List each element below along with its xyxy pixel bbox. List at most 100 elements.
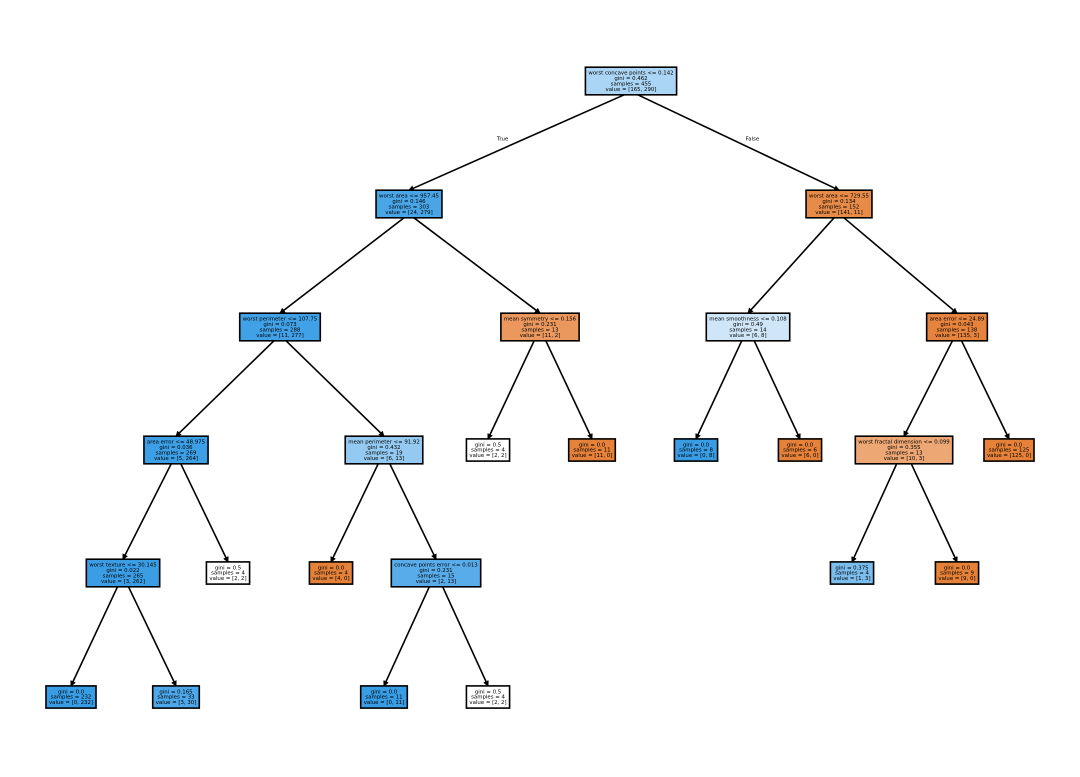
node-text-line: samples = 303 [389, 204, 430, 210]
node-text-line: samples = 11 [365, 695, 402, 701]
node-box [983, 438, 1035, 462]
node-text-line: samples = 14 [729, 327, 767, 333]
tree-edge-n16-n17 [747, 217, 835, 314]
tree-edge-n1-n13 [413, 217, 541, 314]
tree-edge-n0-n16 [637, 94, 840, 191]
node-text-line: gini = 0.073 [263, 322, 296, 328]
node-box [705, 312, 791, 342]
node-text-line: value = [6, 13] [364, 456, 405, 462]
node-text-line: mean symmetry <= 0.156 [504, 317, 577, 323]
node-text-line: gini = 0.0 [371, 689, 398, 695]
node-text-line: samples = 4 [471, 448, 505, 454]
node-text-line: gini = 0.0 [579, 442, 606, 448]
node-box [143, 435, 209, 465]
node-box [85, 558, 161, 588]
tree-edge-n13-n15 [545, 340, 593, 440]
node-text-line: samples = 152 [819, 204, 860, 210]
node-text-line: value = [6, 8] [729, 333, 766, 339]
node-text-line: value = [141, 11] [815, 210, 862, 216]
node-box [567, 438, 617, 462]
edge-label-true: True [496, 137, 509, 143]
node-text-line: gini = 0.036 [159, 445, 193, 451]
node-text-line: gini = 0.043 [940, 322, 973, 328]
node-text-line: value = [9, 0] [938, 576, 975, 582]
tree-edge-n1-n2 [279, 217, 405, 314]
node-text-line: gini = 0.432 [367, 445, 400, 451]
node-text-line: worst texture <= 30.145 [89, 563, 156, 569]
tree-edge-n4-n6 [127, 586, 177, 687]
node-box [854, 435, 954, 465]
node-text-line: samples = 19 [365, 450, 403, 456]
tree-edge-n4-n5 [70, 586, 119, 687]
node-text-line: value = [2, 2] [469, 700, 506, 706]
node-text-line: mean perimeter <= 91.92 [348, 440, 420, 446]
node-text-line: samples = 232 [51, 695, 92, 701]
node-text-line: samples = 13 [885, 450, 922, 456]
node-text-line: gini = 0.0 [318, 565, 345, 571]
node-text-line: samples = 15 [417, 573, 454, 579]
node-text-line: value = [135, 3] [935, 333, 979, 339]
node-text-line: samples = 33 [157, 695, 194, 701]
node-text-line: mean smoothness <= 0.108 [709, 317, 787, 323]
node-text-line: area error <= 24.89 [930, 317, 985, 323]
node-text-line: value = [6, 0] [781, 453, 818, 459]
tree-edge-n16-n20 [843, 217, 958, 314]
node-box [805, 189, 873, 219]
tree-edge-n17-n19 [753, 340, 801, 440]
node-box [151, 685, 201, 709]
node-text-line: gini = 0.355 [887, 445, 920, 451]
node-text-line: value = [11, 0] [572, 453, 613, 459]
node-text-line: samples = 4 [835, 571, 869, 577]
node-text-line: gini = 0.231 [523, 322, 556, 328]
node-text-line: gini = 0.5 [475, 689, 501, 695]
node-text-line: samples = 288 [260, 327, 301, 333]
node-text-line: value = [4, 0] [312, 576, 349, 582]
node-text-line: concave points error <= 0.013 [394, 563, 477, 569]
node-text-line: samples = 265 [103, 573, 144, 579]
tree-edge-n3-n7 [180, 463, 229, 563]
node-text-line: gini = 0.022 [106, 568, 139, 574]
node-box [465, 438, 511, 462]
tree-edge-n20-n21 [903, 340, 954, 438]
tree-edge-n8-n10 [389, 463, 437, 561]
node-text-line: worst area <= 729.55 [809, 194, 869, 200]
node-text-line: area error <= 48.975 [147, 440, 205, 446]
node-box [238, 312, 322, 342]
node-box [500, 312, 580, 342]
tree-edge-n0-n1 [408, 94, 625, 191]
node-text-line: value = [0, 8] [677, 453, 714, 459]
tree-edge-n21-n22 [851, 463, 898, 563]
node-text-line: value = [10, 3] [884, 456, 925, 462]
node-text-line: gini = 0.49 [733, 322, 763, 328]
node-text-line: gini = 0.375 [835, 565, 868, 571]
node-text-line: value = [1, 3] [833, 576, 870, 582]
node-text-line: value = [3, 262] [101, 579, 145, 585]
node-text-line: samples = 138 [937, 327, 978, 333]
node-text-line: gini = 0.5 [475, 442, 501, 448]
node-box [205, 561, 251, 585]
node-text-line: value = [24, 279] [385, 210, 432, 216]
node-text-line: value = [3, 30] [156, 700, 197, 706]
node-text-line: samples = 4 [314, 571, 348, 577]
edge-label-false: False [746, 137, 760, 143]
node-box [344, 435, 424, 465]
node-box [925, 312, 989, 342]
edges-layer: True False [70, 94, 1010, 687]
node-text-line: samples = 11 [573, 448, 610, 454]
node-text-line: samples = 9 [940, 571, 974, 577]
node-text-line: gini = 0.0 [683, 442, 710, 448]
node-text-line: value = [125, 0] [987, 453, 1031, 459]
